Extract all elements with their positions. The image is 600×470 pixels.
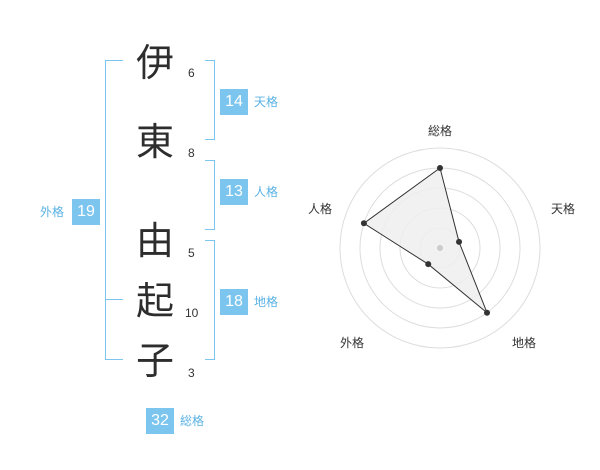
gaikaku-bracket xyxy=(105,60,123,360)
stroke-count-2: 8 xyxy=(188,146,195,160)
tenkaku-label: 天格 xyxy=(254,95,279,109)
jinkaku-label: 人格 xyxy=(254,185,279,199)
radar-axis-label-chikaku: 地格 xyxy=(512,335,536,350)
stroke-count-3: 5 xyxy=(188,246,195,260)
radar-axis-label-soukaku: 総格 xyxy=(428,123,452,138)
name-char-1: 伊 xyxy=(135,41,174,85)
tenkaku-bracket xyxy=(205,60,215,140)
radar-point xyxy=(425,261,432,268)
name-char-4: 起 xyxy=(135,279,174,323)
tenkaku-badge: 14 xyxy=(220,89,248,115)
soukaku-label: 総格 xyxy=(180,414,205,428)
stroke-count-1: 6 xyxy=(188,66,195,80)
radar-center-dot xyxy=(437,245,443,251)
gaikaku-badge: 19 xyxy=(72,199,100,225)
radar-axis-label-jinkaku: 人格 xyxy=(308,201,332,216)
radar-data-points xyxy=(360,165,491,316)
radar-point xyxy=(456,238,463,245)
jinkaku-bracket xyxy=(205,160,215,230)
radar-data-area xyxy=(363,167,488,314)
radar-point xyxy=(484,309,491,316)
name-char-3: 由 xyxy=(135,219,174,263)
radar-axis-label-tenkaku: 天格 xyxy=(551,201,575,216)
name-char-2: 東 xyxy=(135,120,174,164)
chikaku-label: 地格 xyxy=(254,295,279,309)
name-char-5: 子 xyxy=(135,339,174,383)
radar-axis-label-gaikaku: 外格 xyxy=(340,335,364,350)
radar-grid-ring xyxy=(339,147,541,349)
chikaku-bracket xyxy=(205,240,215,360)
stroke-count-5: 3 xyxy=(188,366,195,380)
soukaku-badge: 32 xyxy=(146,408,174,434)
gaikaku-bracket-divider xyxy=(105,299,123,300)
radar-point xyxy=(437,165,443,171)
stroke-count-4: 10 xyxy=(185,306,199,320)
jinkaku-badge: 13 xyxy=(220,179,248,205)
radar-point xyxy=(360,220,367,227)
gaikaku-label: 外格 xyxy=(40,205,65,219)
chikaku-badge: 18 xyxy=(220,289,248,315)
